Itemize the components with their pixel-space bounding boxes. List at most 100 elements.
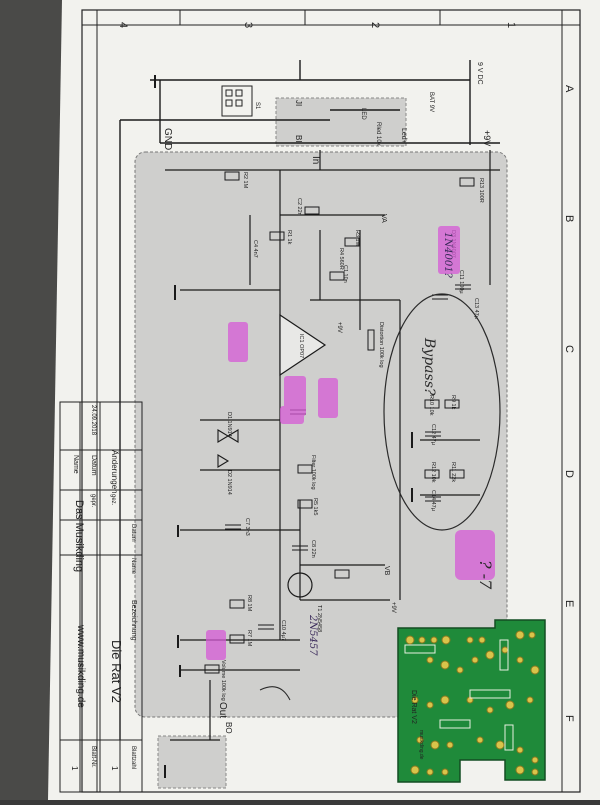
led-plus-label: Led+ (400, 128, 407, 144)
tb-company: Das Musikding (73, 500, 85, 572)
component-label-t1: T1 2N5458 (316, 605, 322, 632)
tb-title: Die Rat V2 (109, 640, 124, 703)
switch-s1-contacts (225, 89, 243, 107)
switch-s1-symbol (221, 85, 253, 117)
frame-col-d: D (563, 470, 575, 478)
component-label-r5: R5 1k5 (312, 498, 318, 515)
tb-datum-label: Datum (90, 455, 97, 476)
frame-column-letters: A B C D E F (563, 85, 575, 722)
component-label-r7: R7 1M (246, 630, 252, 647)
tb-blattzahl-value: 1 (110, 766, 119, 771)
net-vb: VB (383, 566, 390, 576)
pcb-silkscreen-outline (439, 719, 471, 729)
pcb-pad (440, 695, 450, 705)
pcb-pad (466, 636, 474, 644)
note-1n4001: 1N4001? (442, 232, 453, 279)
pcb-pad (476, 736, 484, 744)
pcb-pad (418, 636, 426, 644)
net-gnd: GND (162, 128, 173, 150)
pcb-pad (528, 631, 536, 639)
tb-name-label: Name (72, 455, 79, 474)
component-label-c12: C12 47µ (430, 424, 436, 446)
bat-label: BAT 9V (428, 92, 434, 112)
drawing-frame (81, 9, 581, 793)
component-label-d1: D1 1N914 (226, 412, 232, 437)
pcb-silkscreen-outline (504, 724, 514, 751)
pcb-pad (516, 656, 524, 664)
pen-arrow (259, 686, 291, 701)
pcb-silkscreen-outline (499, 639, 509, 671)
bi-label: BI (294, 135, 303, 143)
pcb-pad (485, 650, 495, 660)
component-label-r8: R8 1M (246, 595, 252, 612)
pcb-pad (426, 656, 434, 664)
tb-gepr: gepr. (90, 494, 96, 508)
pcb-pad (515, 630, 525, 640)
plus9v-label: +9V (482, 130, 492, 146)
pcb-pad (515, 765, 525, 775)
component-label-c13: C13 47µ (473, 298, 479, 320)
frame-row-4: 4 (117, 22, 129, 28)
pcb-pad (441, 768, 449, 776)
tb-blatt-nr: Blatt-Nr. (90, 746, 96, 768)
component-label-r1: R1 1k (286, 230, 292, 245)
ji-label: JI (294, 100, 303, 106)
pcb-pad (426, 768, 434, 776)
pcb-pad (505, 700, 515, 710)
pcb-pad (471, 656, 479, 664)
component-label-c7: C7 3n3 (244, 518, 250, 536)
component-symbols (204, 171, 475, 674)
pcb-pad (501, 646, 509, 654)
tb-name-col: Name (130, 558, 136, 575)
transistor-t1-symbol (287, 572, 313, 598)
pcb-pad (495, 740, 505, 750)
tb-bezeichnung: Bezeichnung (130, 600, 137, 641)
opamp-ic1-symbol (279, 313, 327, 377)
component-label-c11: C11 100µ (458, 270, 464, 294)
pcb-pads (404, 630, 540, 776)
component-label-c10: C10 4µ7 (280, 620, 286, 641)
tb-website: www.musikding.de (75, 624, 86, 708)
pcb-site: musikding.de (418, 730, 424, 760)
pcb-pad (486, 706, 494, 714)
pcb-pad (530, 665, 540, 675)
note-bypass: Bypass? (421, 337, 437, 396)
frame-col-b: B (563, 215, 575, 222)
component-label-c4: C4 4n7 (252, 240, 258, 258)
tb-blattzahl: Blattzahl (130, 746, 136, 769)
component-label-r10: R10 10k (428, 395, 434, 416)
component-label-r2: R2 1M (242, 172, 248, 189)
main-circuit-region (134, 151, 508, 718)
title-block: Änderungen Datum Name 24.09.2018 gez. ge… (59, 401, 143, 793)
pcb-pad (440, 660, 450, 670)
pcb-pad (446, 741, 454, 749)
handwritten-circle (383, 293, 501, 531)
pcb-pad (531, 756, 539, 764)
net-va: VA (380, 214, 387, 223)
bo-label: BO (224, 722, 233, 734)
component-label-volume: Volume 100k log (220, 660, 226, 701)
component-label-r9: R9 1k (450, 395, 456, 410)
note-2n5457: 2N5457 (307, 614, 318, 656)
pcb-pad (430, 740, 440, 750)
net-out: Out (217, 702, 228, 718)
tb-datum-col: Datum (130, 524, 136, 542)
net-in: In (310, 156, 321, 164)
pcb-pad (531, 768, 539, 776)
component-label-r4: R4 560R (338, 248, 344, 270)
pcb-label: Die Rat V2 (410, 690, 417, 724)
output-switch-region (157, 735, 227, 789)
frame-col-f: F (563, 715, 575, 722)
pcb-pad (441, 635, 451, 645)
component-label-r13: R13 100R (478, 178, 484, 203)
pcb-pad (411, 696, 419, 704)
component-label-filter: Filter 100k log (310, 455, 316, 490)
rled-label: Rled 10k (375, 122, 381, 147)
pcb-pad (430, 636, 438, 644)
marker-highlights (206, 226, 495, 660)
pcb-pad (426, 701, 434, 709)
frame-row-1: 1 (505, 22, 517, 28)
note-question: ? -7 (476, 560, 495, 590)
